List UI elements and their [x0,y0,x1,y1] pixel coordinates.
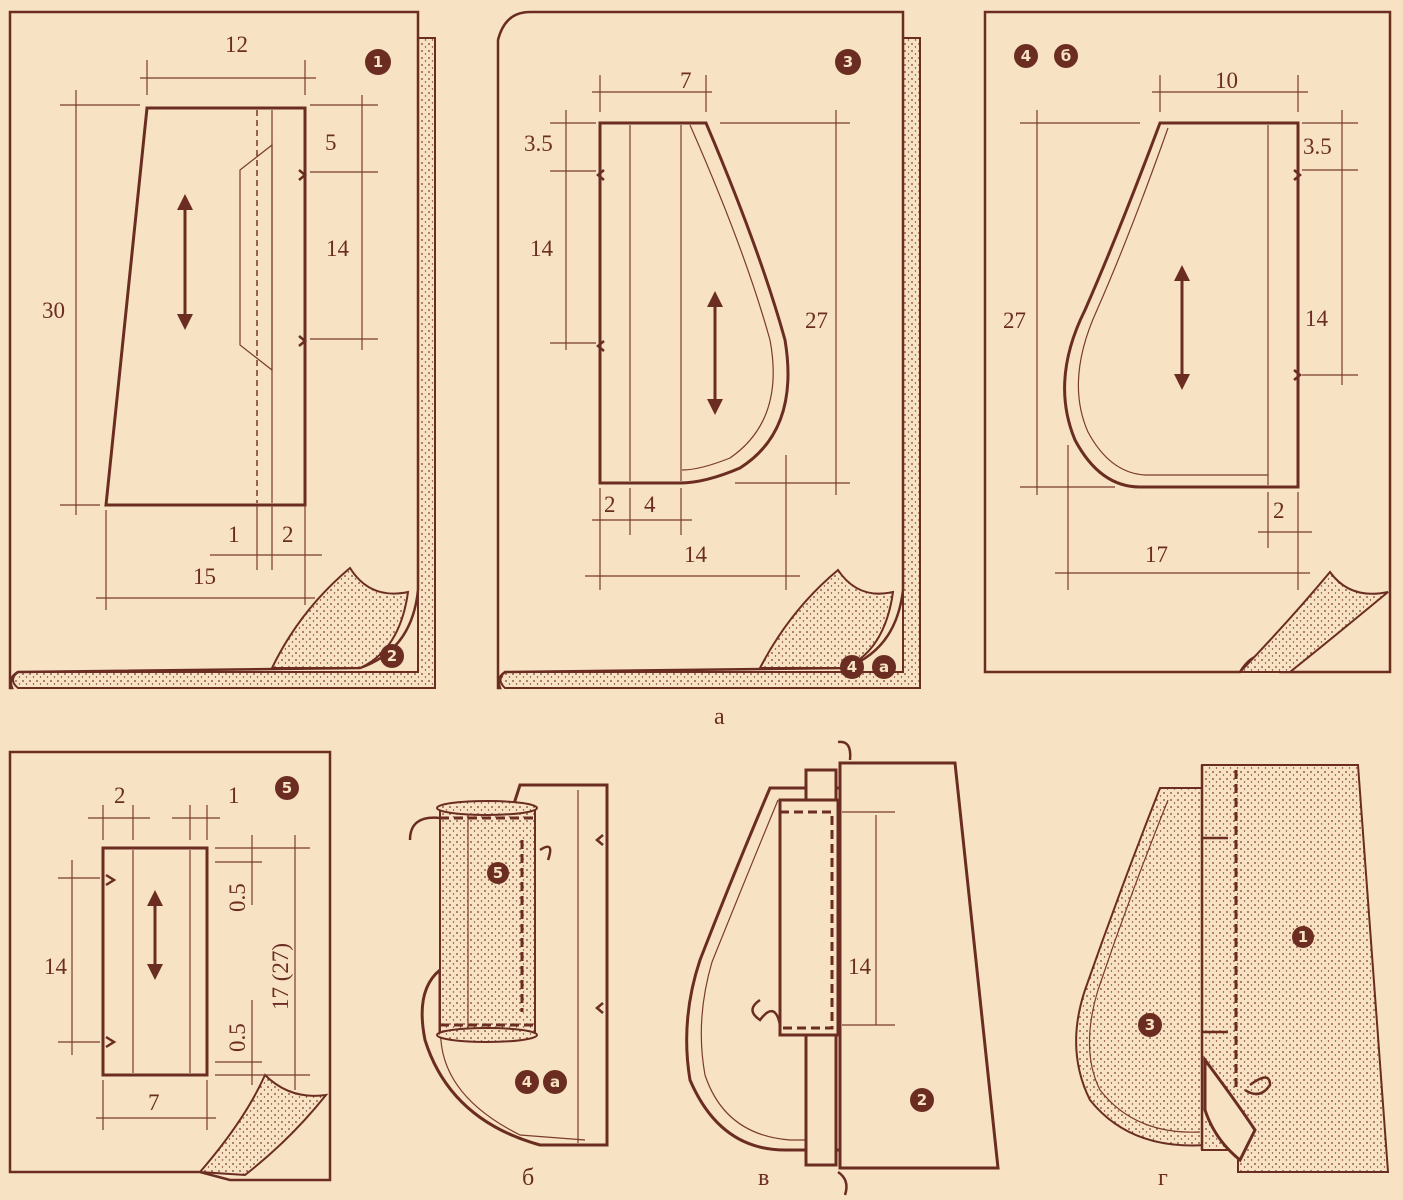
dim-height: 27 [1003,308,1026,333]
pocket-piece-badge: 3 [1138,1013,1162,1037]
dim-bottom-width: 14 [684,542,708,567]
svg-text:б: б [1061,47,1071,65]
svg-text:2: 2 [917,1091,927,1109]
svg-text:3: 3 [843,53,853,71]
piece-number-badge: 2 [910,1088,934,1112]
svg-text:1: 1 [1298,928,1308,946]
dim-notch-span: 14 [1305,306,1329,331]
svg-text:5: 5 [493,864,503,882]
dim-width: 7 [148,1090,160,1115]
dim-bottom-width: 17 [1145,542,1168,567]
sheet-number-badge: 4 а [840,655,896,679]
dim-height: 17 (27) [268,943,293,1010]
dim-notch-top: 5 [325,130,337,155]
dim-notch-top: 3.5 [524,131,553,156]
svg-text:1: 1 [373,53,383,71]
svg-text:4: 4 [847,658,857,676]
dim-notch-span: 14 [530,236,554,261]
panel-facing-piece: 2 1 14 7 0.5 0.5 17 (27) 5 [8,750,332,1182]
dim-height: 27 [805,308,828,333]
svg-text:4: 4 [1021,47,1031,65]
dim-top-width: 7 [680,68,692,93]
sheet-number-badge: 4 б [1014,44,1078,68]
dim-edge: 2 [282,522,294,547]
dim-bottom-width: 15 [193,564,216,589]
dim-top-width: 10 [1215,68,1238,93]
dim-notch-span: 14 [326,236,350,261]
panel-assembly-step-g: 1 3 [1075,764,1390,1173]
piece-number-badge: 1 [365,49,391,75]
dim-left-margin: 2 [114,783,126,808]
dim-top-width: 12 [225,32,248,57]
panel-pocket-piece: 7 3.5 14 27 2 4 14 3 4 а [496,10,921,690]
svg-text:2: 2 [387,647,397,665]
dim-base-b: 4 [644,492,656,517]
piece-number-badge: 5 [275,776,299,800]
caption-g: г [1158,1165,1168,1191]
svg-text:а: а [550,1073,560,1091]
sheet-number-badge: 4 а [515,1070,567,1094]
front-piece-badge: 1 [1292,926,1314,948]
caption-row1: а [714,704,725,730]
svg-text:3: 3 [1145,1016,1155,1034]
dim-bottom-inset: 0.5 [225,1023,250,1052]
dim-edge: 2 [1273,498,1285,523]
svg-text:а: а [879,658,889,676]
dim-height: 30 [42,298,65,323]
dim-notch-span: 14 [44,954,68,979]
svg-text:4: 4 [522,1073,532,1091]
dim-notch-top: 3.5 [1303,134,1332,159]
panel-assembly-step-b: 5 4 а [408,783,609,1147]
dim-base-a: 2 [604,492,616,517]
piece-number-badge: 3 [835,49,861,75]
dim-span: 14 [848,954,872,979]
svg-text:5: 5 [282,779,292,797]
sheet-number-badge: 2 [380,644,404,668]
panel-assembly-step-v: 14 2 [685,740,1000,1196]
dim-seam: 1 [228,522,240,547]
piece-number-badge: 5 [487,862,509,884]
caption-v: в [758,1165,769,1191]
caption-b: б [522,1165,534,1191]
dim-top-inset: 0.5 [225,883,250,912]
panel-lining-piece: 10 27 3.5 14 2 17 4 б [983,10,1392,674]
panel-front-piece: 12 30 5 14 1 2 15 1 2 [8,10,436,690]
dim-right-margin: 1 [228,783,240,808]
